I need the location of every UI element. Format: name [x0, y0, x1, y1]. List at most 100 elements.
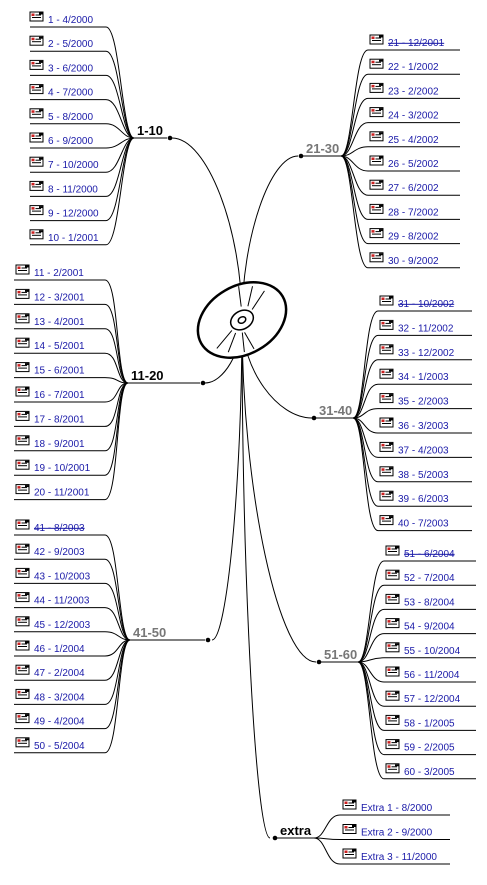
document-icon — [369, 252, 384, 263]
hub-label[interactable]: 11-20 — [131, 368, 164, 383]
leaf-item[interactable]: 39 - 6/2003 — [352, 417, 472, 507]
leaf-item[interactable]: 48 - 3/2004 — [14, 639, 131, 705]
leaf-connector — [313, 837, 341, 865]
leaf-item[interactable]: 41 - 8/2003 — [14, 519, 131, 641]
leaf-item[interactable]: 26 - 5/2002 — [340, 155, 460, 172]
leaf-item[interactable]: Extra 2 - 9/2000 — [313, 824, 450, 840]
leaf-connector — [104, 534, 131, 641]
hub-dot — [311, 415, 317, 421]
leaf-label: 28 - 7/2002 — [388, 207, 439, 218]
document-icon — [15, 313, 30, 324]
leaf-item[interactable]: 54 - 9/2004 — [357, 618, 476, 663]
leaf-item[interactable]: 53 - 8/2004 — [357, 593, 476, 663]
leaf-item[interactable]: 50 - 5/2004 — [14, 639, 131, 754]
leaf-item[interactable]: 3 - 6/2000 — [29, 59, 135, 139]
leaf-item[interactable]: 23 - 2/2002 — [340, 82, 460, 157]
leaf-item[interactable]: 10 - 1/2001 — [29, 137, 135, 246]
leaf-label: 20 - 11/2001 — [34, 488, 90, 499]
leaf-item[interactable]: 22 - 1/2002 — [340, 58, 460, 157]
document-icon — [369, 203, 384, 214]
leaf-item[interactable]: 36 - 3/2003 — [352, 417, 472, 434]
leaf-item[interactable]: 30 - 9/2002 — [340, 155, 460, 269]
leaf-item[interactable]: 40 - 7/2003 — [352, 417, 472, 532]
hub-label[interactable]: extra — [280, 823, 312, 838]
leaf-item[interactable]: 16 - 7/2001 — [14, 382, 129, 403]
hub-label[interactable]: 41-50 — [133, 625, 166, 640]
leaf-item[interactable]: 1 - 4/2000 — [29, 11, 135, 139]
hub-label[interactable]: 31-40 — [319, 403, 352, 418]
leaf-item[interactable]: 24 - 3/2002 — [340, 107, 460, 157]
leaf-item[interactable]: 20 - 11/2001 — [14, 382, 129, 501]
document-icon — [29, 59, 44, 70]
leaf-item[interactable]: 32 - 11/2002 — [352, 319, 472, 419]
hub-label[interactable]: 1-10 — [137, 123, 163, 138]
leaf-item[interactable]: 51 - 6/2004 — [357, 545, 476, 663]
leaf-connector — [352, 417, 379, 483]
leaf-item[interactable]: 55 - 10/2004 — [357, 642, 476, 663]
document-icon — [29, 35, 44, 46]
document-icon — [15, 713, 30, 724]
leaf-label: 33 - 12/2002 — [398, 348, 455, 359]
leaf-item[interactable]: 34 - 1/2003 — [352, 368, 472, 419]
leaf-item[interactable]: 31 - 10/2002 — [352, 295, 472, 419]
leaf-label: 24 - 3/2002 — [388, 111, 439, 122]
leaf-item[interactable]: Extra 3 - 11/2000 — [313, 837, 450, 865]
hub-label[interactable]: 21-30 — [306, 141, 339, 156]
leaf-item[interactable]: 2 - 5/2000 — [29, 35, 135, 139]
leaf-connector — [104, 303, 129, 384]
document-icon — [29, 108, 44, 119]
leaf-item[interactable]: 43 - 10/2003 — [14, 567, 131, 641]
leaf-item[interactable]: 57 - 12/2004 — [357, 661, 476, 707]
leaf-connector — [352, 310, 379, 419]
leaf-item[interactable]: 25 - 4/2002 — [340, 131, 460, 157]
leaf-label: 29 - 8/2002 — [388, 232, 439, 243]
leaf-label: 22 - 1/2002 — [388, 62, 439, 73]
leaf-item[interactable]: 15 - 6/2001 — [14, 362, 129, 384]
leaf-connector — [357, 661, 385, 780]
connector-lines — [171, 137, 317, 839]
leaf-item[interactable]: 11 - 2/2001 — [14, 264, 129, 384]
leaf-item[interactable]: 52 - 7/2004 — [357, 569, 476, 663]
leaf-label: 10 - 1/2001 — [48, 233, 99, 244]
leaf-item[interactable]: 21 - 12/2001 — [340, 34, 460, 157]
cd-disc-icon[interactable] — [184, 267, 299, 373]
leaf-item[interactable]: 4 - 7/2000 — [29, 84, 135, 139]
leaf-item[interactable]: 33 - 12/2002 — [352, 344, 472, 419]
hub-label[interactable]: 51-60 — [324, 647, 357, 662]
leaf-item[interactable]: 14 - 5/2001 — [14, 337, 129, 384]
leaf-item[interactable]: 44 - 11/2003 — [14, 592, 131, 641]
leaf-item[interactable]: 56 - 11/2004 — [357, 661, 476, 683]
leaf-item[interactable]: 13 - 4/2001 — [14, 313, 129, 384]
leaf-label: 58 - 1/2005 — [404, 718, 455, 729]
leaf-label: 3 - 6/2000 — [48, 63, 93, 74]
document-icon — [15, 362, 30, 373]
document-icon — [29, 205, 44, 216]
leaf-item[interactable]: Extra 1 - 8/2000 — [313, 799, 450, 839]
leaf-label: 45 - 12/2003 — [34, 620, 91, 631]
leaf-item[interactable]: 46 - 1/2004 — [14, 639, 131, 657]
leaf-connector — [104, 558, 131, 641]
leaf-label: 11 - 2/2001 — [34, 268, 84, 279]
document-icon — [385, 763, 400, 774]
document-icon — [379, 368, 394, 379]
leaf-item[interactable]: 60 - 3/2005 — [357, 661, 476, 780]
leaf-label: 14 - 5/2001 — [34, 341, 85, 352]
leaf-item[interactable]: 5 - 8/2000 — [29, 108, 135, 139]
hub-dot — [298, 153, 304, 159]
leaf-item[interactable]: 42 - 9/2003 — [14, 543, 131, 641]
leaf-item[interactable]: 47 - 2/2004 — [14, 639, 131, 681]
document-icon — [342, 848, 357, 859]
leaf-item[interactable]: 35 - 2/2003 — [352, 393, 472, 419]
leaf-item[interactable]: 37 - 4/2003 — [352, 417, 472, 458]
leaf-item[interactable]: 6 - 9/2000 — [29, 132, 135, 149]
leaf-label: 55 - 10/2004 — [404, 646, 461, 657]
document-icon — [15, 288, 30, 299]
leaf-connector — [340, 155, 369, 269]
leaf-item[interactable]: 12 - 3/2001 — [14, 288, 129, 384]
leaf-label: 39 - 6/2003 — [398, 494, 449, 505]
hub-connector — [211, 319, 243, 641]
leaf-item[interactable]: 45 - 12/2003 — [14, 616, 131, 641]
leaf-connector — [104, 279, 129, 384]
